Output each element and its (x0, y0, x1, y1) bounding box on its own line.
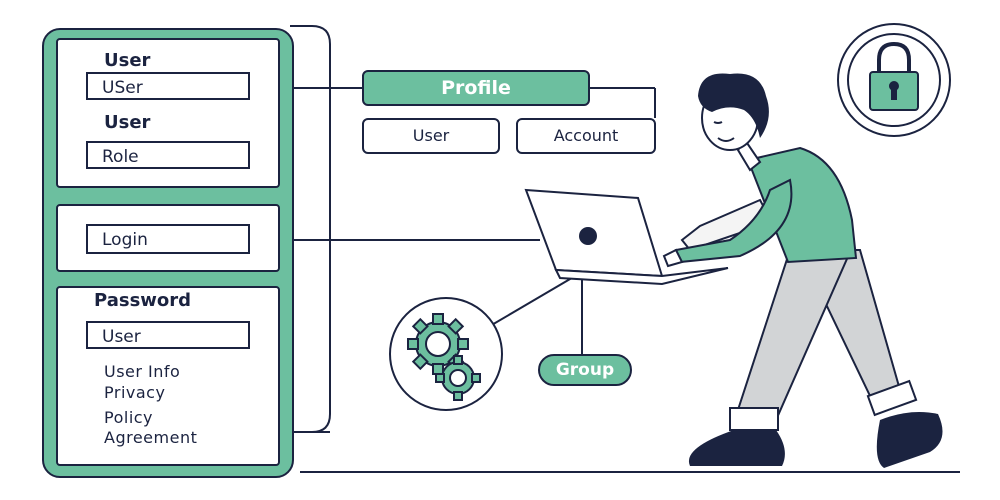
user-label-2: User (104, 112, 151, 133)
link-user-info[interactable]: User Info (104, 362, 181, 381)
lock-icon (837, 23, 951, 137)
profile-button[interactable]: Profile (362, 70, 590, 106)
password-user-field[interactable]: User (86, 321, 250, 349)
profile-account-button[interactable]: Account (516, 118, 656, 154)
person-illustration (524, 73, 943, 468)
user-field[interactable]: USer (86, 72, 250, 100)
password-label: Password (94, 290, 192, 311)
profile-user-button[interactable]: User (362, 118, 500, 154)
login-field[interactable]: Login (86, 224, 250, 254)
link-policy[interactable]: Policy (104, 408, 154, 427)
group-button[interactable]: Group (538, 354, 632, 386)
panel-rail (290, 25, 331, 433)
user-label: User (104, 50, 151, 71)
link-privacy[interactable]: Privacy (104, 383, 166, 402)
gears-icon (389, 297, 503, 411)
role-field[interactable]: Role (86, 141, 250, 169)
link-agreement[interactable]: Agreement (104, 428, 198, 447)
connector-gears (489, 271, 583, 327)
password-card (56, 286, 280, 466)
